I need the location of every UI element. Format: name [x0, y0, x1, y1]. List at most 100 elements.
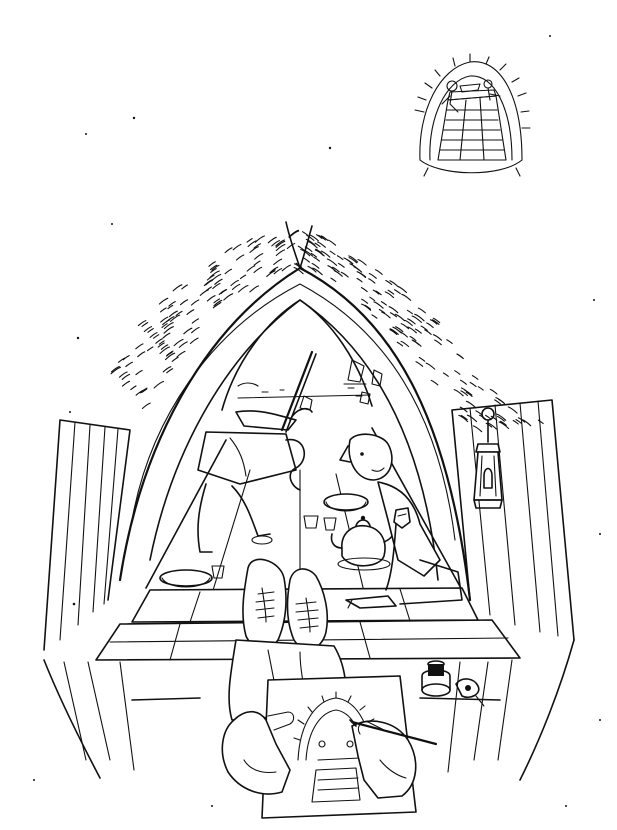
thatch-stroke: [320, 250, 331, 258]
thatch-stroke: [469, 381, 477, 388]
thatch-stroke: [396, 341, 404, 347]
thatch-stroke: [346, 259, 354, 265]
thatch-stroke: [375, 290, 382, 296]
thatch-stroke: [489, 388, 498, 395]
thatch-stroke: [494, 399, 501, 405]
thatch-stroke: [163, 322, 174, 330]
thatch-stroke: [425, 362, 436, 370]
thatch-stroke: [315, 249, 324, 256]
thatch-stroke: [460, 414, 468, 421]
thatch-stroke: [393, 289, 401, 295]
thatch-stroke: [149, 332, 158, 338]
thatch-stroke: [271, 240, 280, 247]
thatch-stroke: [253, 260, 261, 266]
hanging-lantern: [473, 407, 503, 509]
thatch-stroke: [361, 298, 369, 304]
thatch-stroke: [212, 302, 221, 309]
thatch-stroke: [309, 234, 320, 242]
thatch-stroke: [472, 425, 483, 433]
thatch-stroke: [389, 329, 398, 336]
thatch-stroke: [183, 327, 193, 335]
thatch-stroke: [400, 340, 410, 348]
thatch-stroke: [239, 274, 247, 280]
thatch-stroke: [158, 340, 165, 345]
thatch-stroke: [361, 303, 372, 311]
thatch-stroke: [166, 368, 174, 374]
drawing-hands: [221, 710, 417, 799]
thatch-stroke: [153, 334, 160, 339]
thatch-stroke: [147, 328, 154, 333]
thatch-stroke: [209, 264, 218, 271]
thatch-stroke: [208, 261, 216, 267]
thatch-stroke: [426, 322, 434, 329]
thatch-stroke: [302, 257, 310, 263]
thatch-stroke: [139, 387, 148, 394]
thatch-stroke: [432, 334, 443, 341]
thatch-stroke: [160, 316, 169, 323]
thatch-stroke: [181, 284, 188, 290]
thatch-stroke: [369, 296, 376, 302]
thatch-stroke: [404, 319, 413, 327]
thatch-stroke: [368, 278, 376, 284]
boat-cabin-arch: [43, 221, 575, 651]
thatch-stroke: [318, 234, 326, 241]
thatch-stroke: [314, 242, 321, 248]
thatch-stroke: [141, 388, 148, 394]
thatch-stroke: [356, 277, 363, 283]
thatch-stroke: [273, 268, 283, 275]
thatch-stroke: [179, 299, 189, 306]
thatch-stroke: [167, 304, 174, 310]
thatch-stroke: [348, 255, 359, 263]
thatch-stroke: [401, 293, 412, 301]
thatch-stroke: [273, 258, 283, 266]
thatch-stroke: [275, 239, 285, 247]
thatch-stroke: [176, 350, 186, 358]
thatch-stroke: [159, 307, 167, 313]
thatch-stroke: [275, 240, 286, 248]
thatch-stroke: [246, 265, 256, 272]
thatch-stroke: [210, 268, 217, 273]
thatch-stroke: [487, 422, 498, 430]
thatch-stroke: [396, 285, 408, 294]
thatch-stroke: [495, 397, 505, 404]
thatch-stroke: [357, 258, 367, 266]
thatch-stroke: [253, 266, 263, 274]
thatch-stroke: [186, 309, 195, 315]
thatch-stroke: [164, 352, 176, 361]
thatch-stroke: [307, 265, 317, 273]
thatch-stroke: [168, 310, 178, 318]
thatch-stroke: [460, 390, 469, 397]
thatch-stroke: [394, 313, 406, 322]
thatch-stroke: [418, 356, 426, 362]
thatch-stroke: [146, 346, 154, 352]
thatch-stroke: [385, 279, 393, 286]
thatch-stroke: [220, 289, 228, 294]
thatch-stroke: [135, 369, 143, 376]
thatch-stroke: [498, 421, 510, 430]
thatch-stroke: [442, 372, 449, 377]
small-inset-sketch: [414, 53, 531, 177]
thatch-stroke: [163, 326, 174, 334]
thatch-stroke: [230, 279, 239, 287]
thatch-stroke: [414, 328, 422, 334]
thatch-stroke: [389, 280, 398, 287]
thatch-stroke: [459, 379, 467, 385]
thatch-stroke: [400, 323, 410, 330]
pen: [349, 719, 438, 746]
thatch-stroke: [266, 270, 276, 278]
thatch-stroke: [173, 338, 184, 347]
thatch-stroke: [432, 317, 441, 324]
thatch-stroke: [364, 304, 372, 310]
thatch-stroke: [310, 252, 318, 258]
thatch-stroke: [465, 391, 473, 397]
bowls: [159, 493, 369, 588]
thatch-stroke: [398, 330, 408, 338]
teapot: [330, 515, 395, 571]
thatch-stroke: [454, 370, 461, 375]
thatch-stroke: [224, 268, 233, 275]
thatch-stroke: [415, 361, 424, 367]
thatch-stroke: [331, 266, 340, 273]
thatch-stroke: [389, 328, 399, 335]
thatch-stroke: [316, 234, 323, 239]
thatch-stroke: [231, 283, 241, 291]
